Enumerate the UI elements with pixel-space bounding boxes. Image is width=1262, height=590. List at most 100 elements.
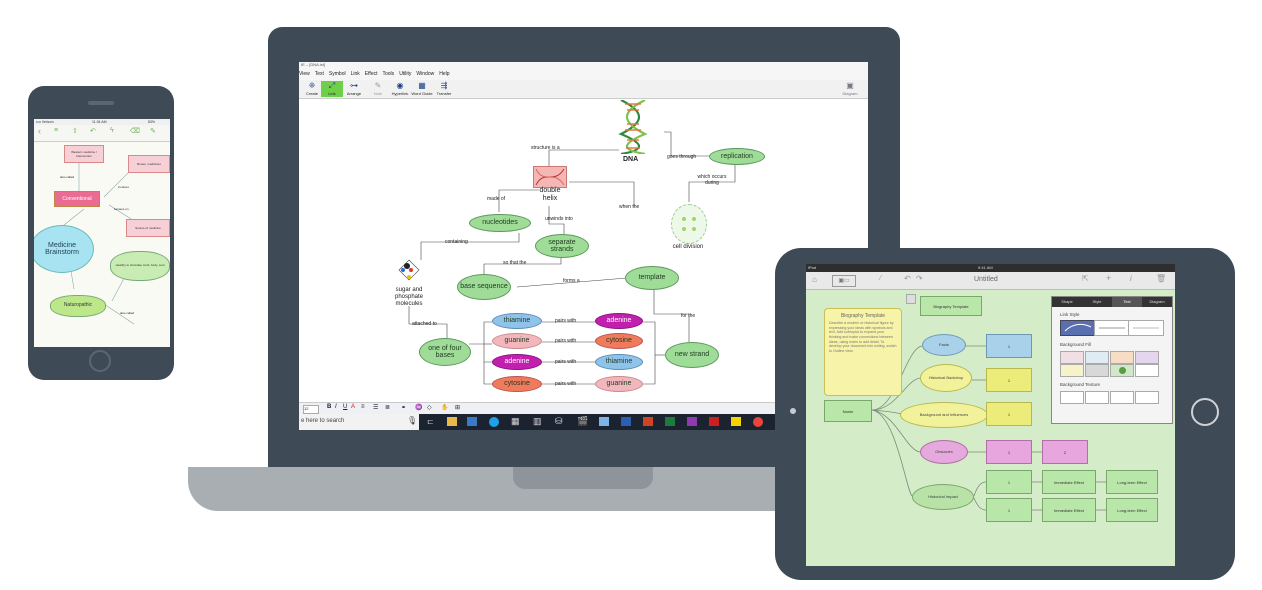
- node-double-helix[interactable]: double helix: [539, 187, 561, 202]
- fill-icon[interactable]: ♒: [415, 405, 423, 411]
- menu-item-view[interactable]: View: [299, 71, 310, 77]
- node-name[interactable]: Name: [824, 400, 872, 422]
- biography-template-node[interactable]: Biography Template: [920, 296, 982, 316]
- swatch-yellow[interactable]: [1060, 364, 1084, 377]
- task-view-icon[interactable]: ⊏: [427, 417, 434, 426]
- toolbar-diagram-button[interactable]: ▣Diagram: [839, 81, 861, 97]
- box-obstacles-2[interactable]: 2: [1042, 440, 1088, 464]
- file-explorer-icon[interactable]: [447, 417, 457, 426]
- swatch-blue[interactable]: [1085, 351, 1109, 364]
- box-longterm-effect-b[interactable]: Long-term Effect: [1106, 498, 1158, 522]
- box-impact-1a[interactable]: 1: [986, 470, 1032, 494]
- sticky-notes-icon[interactable]: [731, 417, 741, 426]
- mail-icon[interactable]: [467, 417, 477, 426]
- store-icon[interactable]: ⛁: [555, 416, 563, 426]
- list-icon[interactable]: ≡: [54, 127, 59, 134]
- add-icon[interactable]: +: [1106, 273, 1112, 283]
- toolbar-arrange-button[interactable]: ⊶Arrange: [343, 81, 365, 97]
- texture-2[interactable]: [1085, 391, 1109, 404]
- menu-item-tools[interactable]: Tools: [382, 71, 395, 77]
- grid-icon[interactable]: ⊞: [455, 405, 461, 411]
- menu-item-window[interactable]: Window: [416, 71, 435, 77]
- tab-style[interactable]: Style: [1092, 299, 1102, 304]
- powerpoint-icon[interactable]: [643, 417, 653, 426]
- box-immediate-effect-a[interactable]: Immediate Effect: [1042, 470, 1096, 494]
- bold-button[interactable]: B: [327, 404, 332, 410]
- tablet-home-button[interactable]: [1191, 398, 1219, 426]
- underline-button[interactable]: U: [343, 404, 348, 410]
- hand-icon[interactable]: ✋: [441, 405, 449, 411]
- node-sugar-phosphate[interactable]: sugar and phosphate molecules: [394, 287, 424, 307]
- calendar-icon[interactable]: ▦: [511, 416, 520, 426]
- list-style-icon[interactable]: ☰: [373, 405, 379, 411]
- align-icon[interactable]: ≡: [361, 404, 365, 410]
- node-template[interactable]: template: [625, 266, 679, 290]
- base-thiamine-right[interactable]: thiamine: [595, 354, 643, 370]
- chrome-icon[interactable]: [753, 417, 763, 427]
- lightning-icon[interactable]: ϟ: [110, 127, 114, 134]
- box-obstacles-1[interactable]: 1: [986, 440, 1032, 464]
- line-style-icon[interactable]: ≣: [385, 405, 391, 411]
- node-cell-division[interactable]: cell division: [672, 244, 704, 250]
- tab-text[interactable]: Text: [1112, 297, 1142, 307]
- node-new-strand[interactable]: new strand: [665, 342, 719, 368]
- node-dna[interactable]: DNA: [623, 156, 639, 163]
- menu-item-utility[interactable]: Utility: [399, 71, 412, 77]
- texture-4[interactable]: [1135, 391, 1159, 404]
- share-icon[interactable]: ⇱: [1082, 274, 1089, 283]
- node-obstacles[interactable]: Obstacles: [920, 440, 968, 464]
- node-separate-strands[interactable]: separate strands: [535, 234, 589, 258]
- toolbar-hyperlink-button[interactable]: ◉Hyperlink: [389, 81, 411, 97]
- node-background-influences[interactable]: Background and Influences: [900, 402, 988, 428]
- link-style-straight[interactable]: [1094, 320, 1130, 336]
- texture-3[interactable]: [1110, 391, 1134, 404]
- swatch-green[interactable]: [1110, 364, 1134, 377]
- link-style-curved[interactable]: [1060, 320, 1096, 336]
- toolbar-create-button[interactable]: ❈Create: [301, 81, 323, 97]
- phone-node-western[interactable]: Western medicine / Intervention: [64, 145, 104, 163]
- phone-node-naturopathic[interactable]: Naturopathic: [50, 295, 106, 317]
- node-nucleotides[interactable]: nucleotides: [469, 214, 531, 232]
- base-adenine-right[interactable]: adenine: [595, 313, 643, 329]
- node-base-sequence[interactable]: base sequence: [457, 274, 511, 300]
- redo-icon[interactable]: ↷: [916, 274, 923, 283]
- node-historical-backdrop[interactable]: Historical Backdrop: [920, 364, 972, 392]
- onenote-icon[interactable]: [687, 417, 697, 426]
- dna-helix-image[interactable]: [617, 99, 649, 156]
- movies-icon[interactable]: 🎬: [577, 416, 589, 426]
- box-immediate-effect-b[interactable]: Immediate Effect: [1042, 498, 1096, 522]
- link-tool-icon[interactable]: ⚭: [401, 405, 407, 411]
- base-guanine-left[interactable]: guanine: [492, 333, 542, 349]
- node-facts[interactable]: Facts: [922, 334, 966, 356]
- toolbar-note-button[interactable]: ✎Note: [367, 81, 389, 97]
- font-size-select[interactable]: 12: [303, 405, 319, 414]
- word-icon[interactable]: [621, 417, 631, 426]
- base-guanine-right[interactable]: guanine: [595, 376, 643, 392]
- home-icon[interactable]: ⌂: [812, 275, 817, 284]
- taskbar-search-box[interactable]: e here to search 🎙: [299, 414, 419, 430]
- sugar-phosphate-image[interactable]: [397, 258, 421, 282]
- double-helix-image[interactable]: [533, 166, 567, 188]
- pen-icon[interactable]: ⁄: [880, 275, 882, 282]
- phone-node-medicine[interactable]: Medicine Brainstorm: [34, 225, 94, 273]
- box-longterm-effect-a[interactable]: Long-term Effect: [1106, 470, 1158, 494]
- menu-item-help[interactable]: Help: [439, 71, 450, 77]
- swatch-pink[interactable]: [1060, 351, 1084, 364]
- note-icon[interactable]: [906, 294, 916, 304]
- base-cytosine-left[interactable]: cytosine: [492, 376, 542, 392]
- toolbar-transfer-button[interactable]: ⇶Transfer: [433, 81, 455, 97]
- share-icon[interactable]: ⇧: [72, 128, 78, 135]
- biography-note[interactable]: Biography Template Describe a modern or …: [824, 308, 902, 396]
- box-historical-1[interactable]: 1: [986, 368, 1032, 392]
- info-icon[interactable]: i: [1130, 274, 1132, 283]
- texture-1[interactable]: [1060, 391, 1084, 404]
- trash-icon[interactable]: 🗑: [1156, 274, 1167, 283]
- base-cytosine-right[interactable]: cytosine: [595, 333, 643, 349]
- edit-icon[interactable]: ✎: [150, 128, 156, 135]
- phone-node-bones[interactable]: Bones, medicines: [128, 155, 170, 173]
- swatch-gray[interactable]: [1085, 364, 1109, 377]
- swatch-white[interactable]: [1135, 364, 1159, 377]
- menu-item-text[interactable]: Text: [314, 71, 324, 77]
- phone-node-conventional[interactable]: Conventional: [54, 191, 100, 207]
- phone-node-source[interactable]: Source of medicine: [126, 219, 170, 237]
